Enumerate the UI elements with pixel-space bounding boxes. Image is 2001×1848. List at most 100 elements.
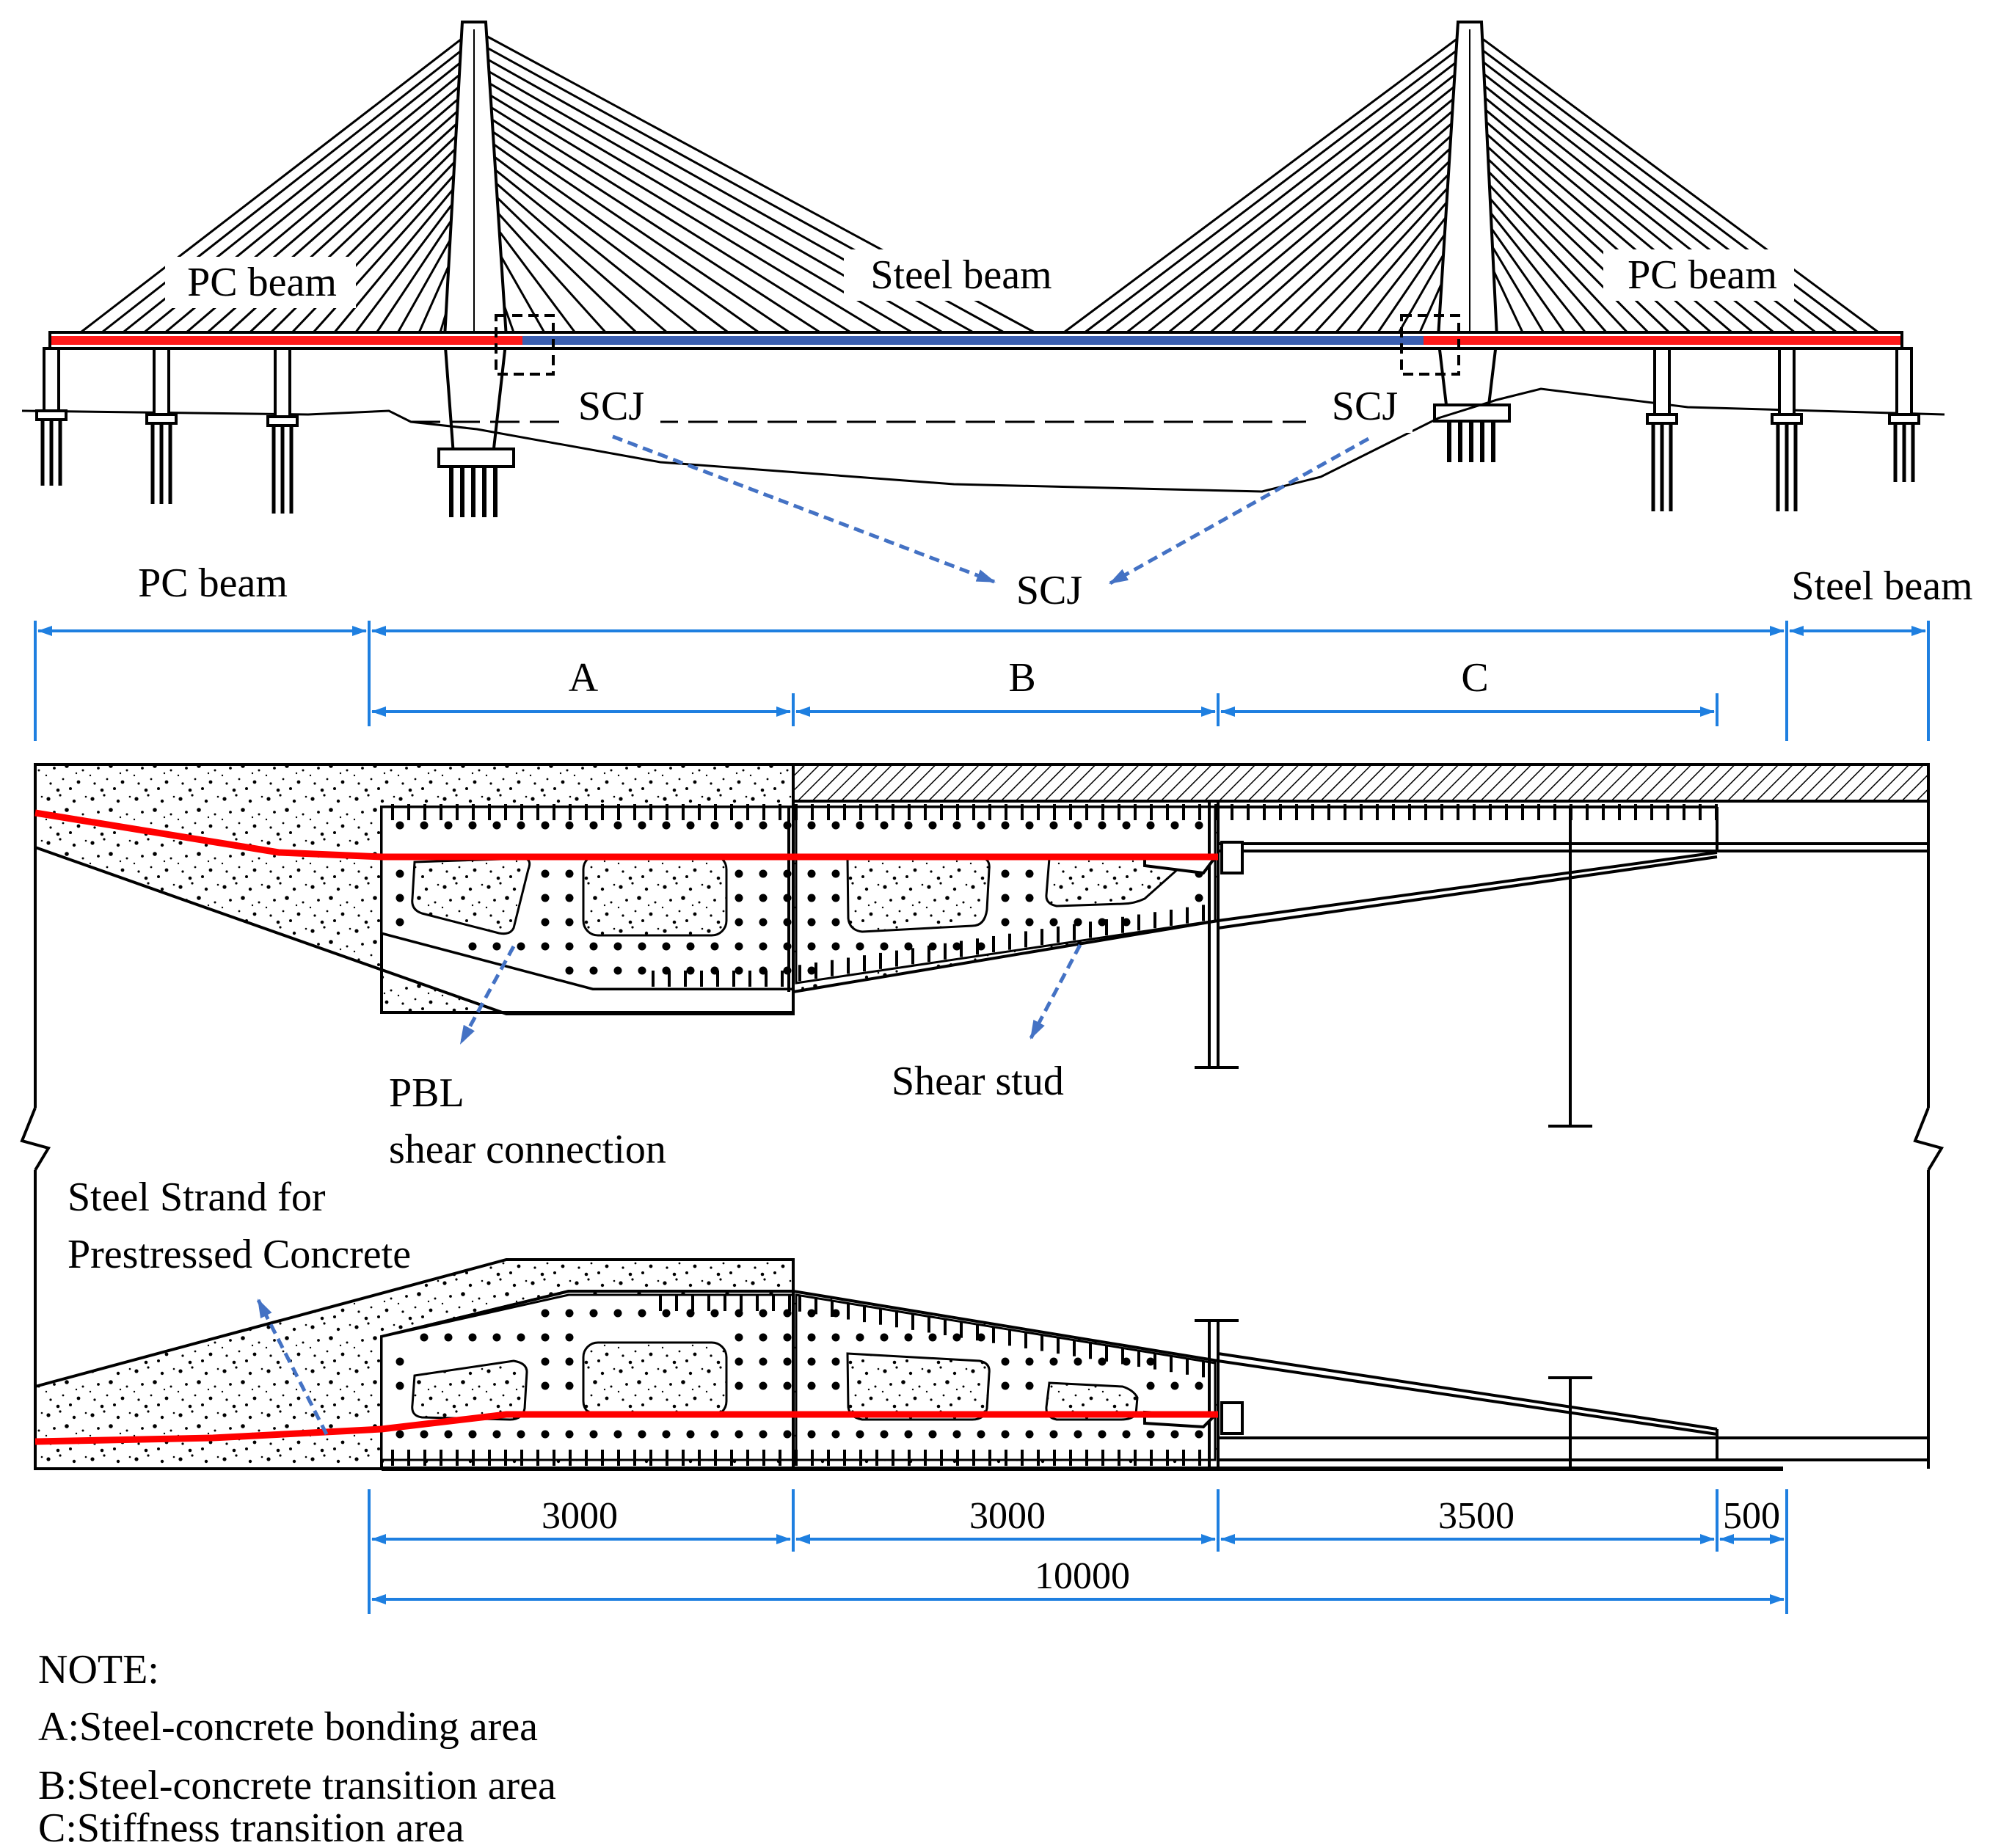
pbl-hole bbox=[565, 894, 574, 902]
pier-column bbox=[1653, 347, 1671, 416]
scj-box-right bbox=[1400, 314, 1460, 376]
zone-b-label: B bbox=[1008, 655, 1035, 701]
length-dimensions bbox=[368, 1489, 1788, 1614]
pbl-hole bbox=[735, 1357, 743, 1366]
pbl-hole bbox=[1001, 869, 1010, 878]
strand-label-line2: Prestressed Concrete bbox=[68, 1232, 411, 1277]
pbl-hole bbox=[396, 1357, 404, 1366]
pbl-hole bbox=[928, 942, 937, 951]
pbl-hole bbox=[856, 1333, 864, 1342]
pbl-hole bbox=[1122, 918, 1131, 927]
pbl-hole bbox=[710, 1430, 719, 1439]
pbl-hole bbox=[396, 1381, 404, 1390]
stay-cable bbox=[473, 84, 882, 334]
section-frame bbox=[20, 763, 1944, 1470]
pbl-hole bbox=[735, 1430, 743, 1439]
pbl-hole bbox=[613, 966, 622, 975]
elevation-scj-right-label: SCJ bbox=[1332, 384, 1398, 429]
zone-dimensions bbox=[34, 621, 1930, 741]
pbl-hole bbox=[1170, 1430, 1179, 1439]
pbl-hole bbox=[831, 1333, 840, 1342]
pbl-hole bbox=[928, 1430, 937, 1439]
pbl-hole bbox=[831, 1381, 840, 1390]
pbl-hole bbox=[541, 821, 550, 830]
stay-cable bbox=[1293, 152, 1471, 334]
pbl-hole bbox=[468, 821, 477, 830]
pbl-hole bbox=[1195, 1430, 1203, 1439]
pbl-hole bbox=[1025, 1357, 1034, 1366]
pbl-hole bbox=[420, 821, 429, 830]
pbl-hole bbox=[807, 942, 816, 951]
pbl-hole bbox=[686, 966, 695, 975]
pbl-hole bbox=[1001, 1430, 1010, 1439]
zone-a-label: A bbox=[569, 655, 599, 701]
shear-stud-leader bbox=[1029, 943, 1082, 1040]
scj-detail-section bbox=[20, 763, 1944, 1471]
pbl-hole bbox=[807, 966, 816, 975]
pbl-hole bbox=[952, 942, 961, 951]
pbl-hole bbox=[807, 1381, 816, 1390]
pbl-hole bbox=[807, 918, 816, 927]
stay-cable bbox=[1063, 28, 1470, 334]
pbl-hole bbox=[807, 869, 816, 878]
pbl-hole bbox=[565, 1309, 574, 1318]
pbl-hole bbox=[928, 1333, 937, 1342]
pbl-hole bbox=[735, 1309, 743, 1318]
stay-cable bbox=[80, 28, 475, 334]
pbl-hole bbox=[492, 942, 501, 951]
pbl-hole bbox=[880, 1430, 889, 1439]
stay-cable bbox=[1251, 129, 1471, 334]
pbl-hole bbox=[686, 1309, 695, 1318]
pbl-hole bbox=[589, 1309, 598, 1318]
pbl-hole bbox=[1074, 1357, 1082, 1366]
pbl-hole bbox=[783, 1381, 792, 1390]
right-tower bbox=[1433, 21, 1511, 423]
dim-3000-a: 3000 bbox=[542, 1495, 618, 1537]
pbl-hole bbox=[1098, 821, 1107, 830]
pbl-hole bbox=[541, 1357, 550, 1366]
pbl-label-line1: PBL bbox=[389, 1070, 464, 1116]
pbl-hole bbox=[1146, 821, 1155, 830]
scj-center-label: SCJ bbox=[1016, 568, 1082, 613]
pbl-hole bbox=[759, 1381, 768, 1390]
pbl-hole bbox=[1025, 1381, 1034, 1390]
stay-cable bbox=[1468, 174, 1608, 333]
pbl-hole bbox=[831, 1430, 840, 1439]
pbl-hole bbox=[613, 1430, 622, 1439]
pbl-hole bbox=[735, 1333, 743, 1342]
elevation-scj-left-label: SCJ bbox=[578, 384, 644, 429]
zone-c-label: C bbox=[1461, 655, 1488, 701]
pbl-hole bbox=[1025, 869, 1034, 878]
pier-column bbox=[1778, 347, 1796, 416]
pbl-hole bbox=[856, 821, 864, 830]
dim-500: 500 bbox=[1723, 1495, 1780, 1537]
stay-cable bbox=[1468, 152, 1650, 334]
pbl-hole bbox=[977, 942, 985, 951]
stay-cable bbox=[473, 95, 852, 334]
pbl-hole bbox=[686, 821, 695, 830]
pbl-hole bbox=[1049, 1430, 1058, 1439]
pbl-hole bbox=[952, 1430, 961, 1439]
pbl-hole bbox=[468, 1333, 477, 1342]
stay-cable bbox=[1209, 106, 1470, 334]
pbl-hole bbox=[710, 821, 719, 830]
scj-leader-left bbox=[612, 434, 996, 584]
pbl-hole bbox=[492, 821, 501, 830]
stay-cable bbox=[473, 174, 638, 334]
pbl-hole bbox=[759, 821, 768, 830]
pbl-hole bbox=[856, 1430, 864, 1439]
pbl-hole bbox=[783, 1357, 792, 1366]
stay-cable bbox=[1468, 163, 1628, 334]
pbl-hole bbox=[1001, 821, 1010, 830]
dim-10000-total: 10000 bbox=[1035, 1555, 1130, 1597]
pbl-hole bbox=[541, 1381, 550, 1390]
pbl-hole bbox=[589, 942, 598, 951]
pbl-hole bbox=[492, 1333, 501, 1342]
pbl-hole bbox=[735, 894, 743, 902]
pbl-hole bbox=[638, 942, 646, 951]
pbl-hole bbox=[468, 1430, 477, 1439]
plate-openings bbox=[411, 853, 1183, 1421]
pbl-hole bbox=[662, 1430, 671, 1439]
pbl-hole bbox=[1025, 821, 1034, 830]
stay-cable bbox=[1167, 84, 1470, 334]
